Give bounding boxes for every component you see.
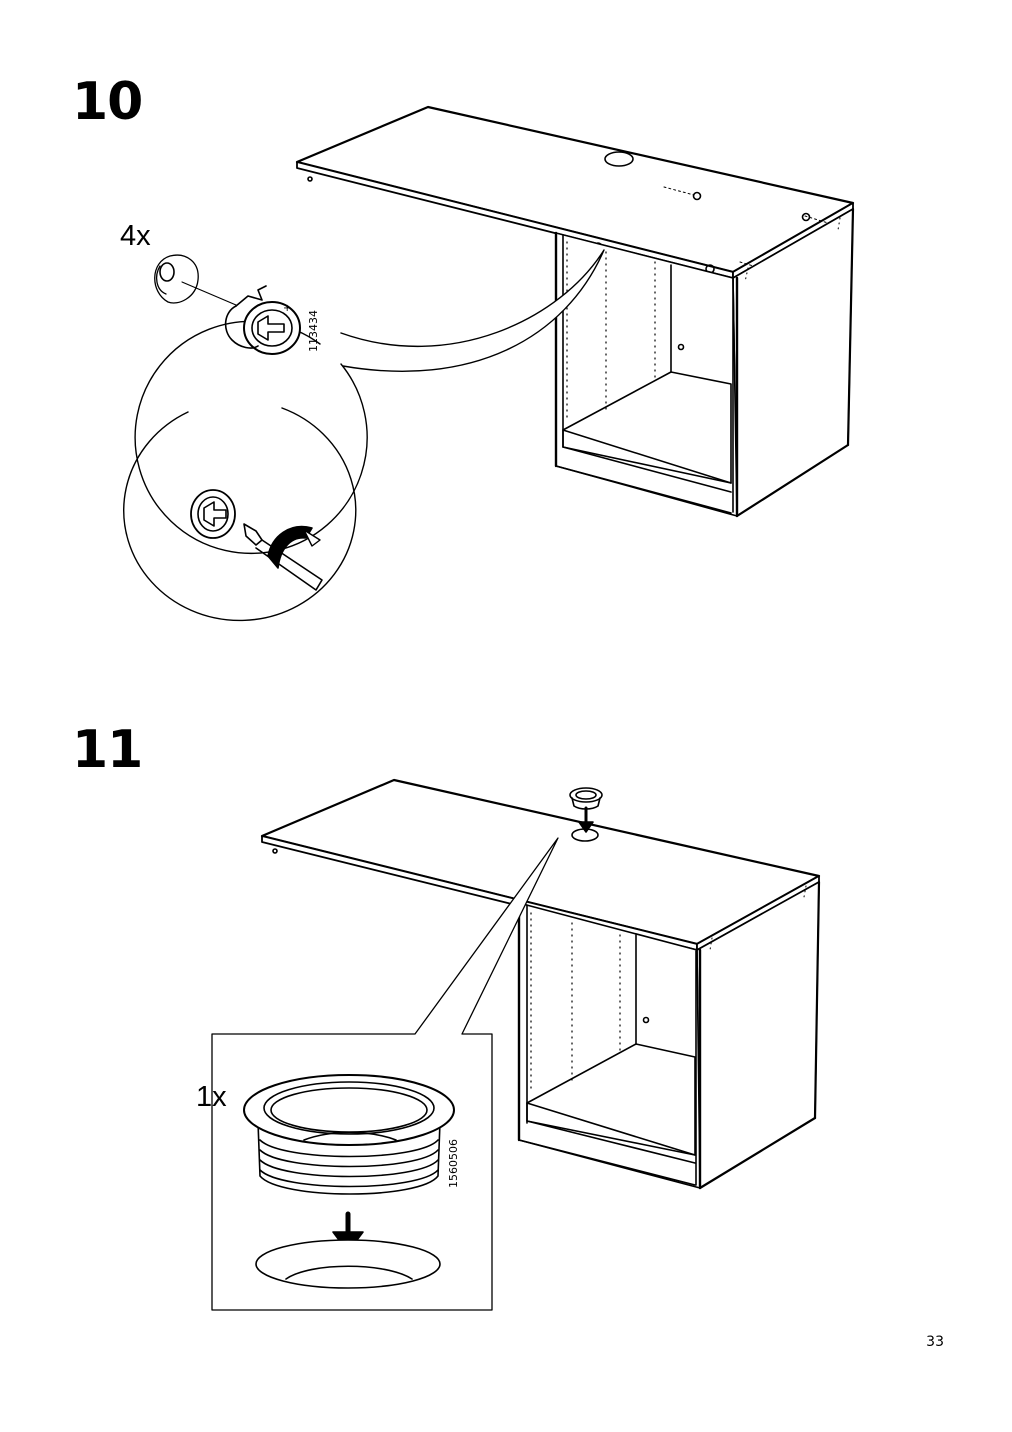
grommet-hole <box>605 152 633 166</box>
quantity-label-step-10: 4x <box>120 220 151 252</box>
quantity-label-step-11: 1x <box>196 1081 227 1113</box>
screwdriver-icon <box>244 524 322 590</box>
svg-text:−: − <box>271 297 279 308</box>
cam-lock-icon <box>191 490 235 538</box>
step-10-desk-illustration <box>297 107 853 516</box>
cam-lock-detail: + − <box>135 250 604 553</box>
step-number-10: 10 <box>72 72 143 132</box>
page-number: 33 <box>926 1334 944 1350</box>
step-number-11: 11 <box>72 720 143 780</box>
part-number-step-11: 1560506 <box>447 1139 460 1188</box>
arrow-down-icon <box>579 808 593 832</box>
grommet-detail-box <box>212 838 558 1310</box>
cable-grommet-icon <box>244 1075 454 1194</box>
part-number-step-10: 113434 <box>307 310 320 352</box>
screwdriver-detail <box>124 408 356 620</box>
cam-lock-icon: + − <box>226 286 300 354</box>
cable-grommet-icon <box>570 788 602 809</box>
svg-text:+: + <box>283 303 291 314</box>
